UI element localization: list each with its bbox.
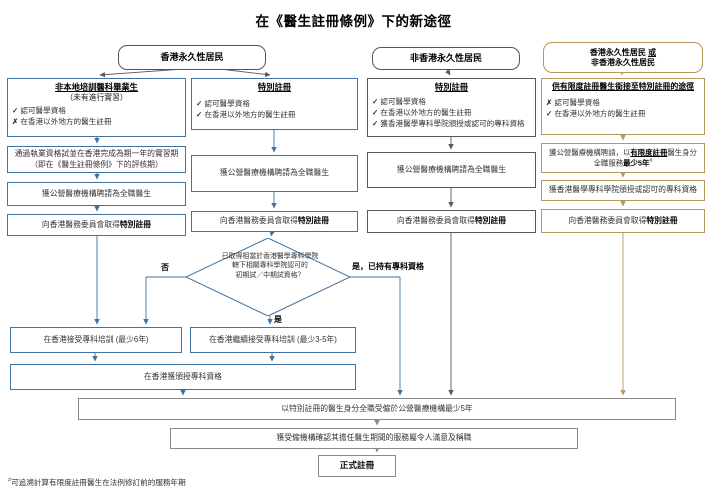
branch-label-yes: 是 — [274, 315, 282, 324]
check-icon: ✓ — [372, 107, 379, 117]
node-full-registration: 正式註冊 — [318, 455, 396, 477]
node-col3-obtain-special-registration: 向香港醫務委員會取得特別註冊 — [367, 210, 536, 233]
criteria-item: ✓認可醫學資格 — [12, 105, 66, 115]
decision-question: 已取得相當於香港醫學專科學院 轄下相關專科學院認可的 初期試／中期試資格？ — [192, 252, 348, 280]
cross-icon: ✗ — [12, 116, 19, 126]
decision-line3: 初期試／中期試資格？ — [235, 271, 305, 279]
node-special-reg-employ-5yr: 以特別註冊的醫生身分全職受僱於公營醫療機構最少5年 — [78, 398, 676, 420]
step-text: 獲公營醫療機構聘請為全職醫生 — [396, 164, 507, 174]
node-label: 香港永久性居民 — [160, 51, 224, 62]
step-text: 向香港醫務委員會取得特別註冊 — [568, 215, 678, 225]
step-text: 獲香港醫學專科學院頒授或認可的專科資格 — [548, 185, 698, 195]
footnote-text: 可追溯計算有限度註冊醫生在法例修訂前的服務年期 — [11, 478, 186, 487]
node-specialist-training-6yr: 在香港接受專科培訓 (最少6年) — [10, 327, 182, 353]
footnote-marker: # — [8, 477, 12, 484]
decision-diamond — [186, 238, 350, 316]
node-col4-obtain-special-registration: 向香港醫務委員會取得特別註冊 — [541, 209, 705, 233]
criteria-item: ✗在香港以外地方的醫生註冊 — [12, 116, 112, 126]
node-col1-employed-public-fulltime: 獲公營醫療機構聘請為全職醫生 — [7, 182, 186, 206]
check-icon: ✓ — [372, 118, 379, 128]
node-hk-permanent-resident: 香港永久性居民 — [118, 45, 266, 70]
check-icon: ✓ — [196, 109, 203, 119]
decision-line1: 已取得相當於香港醫學專科學院 — [221, 253, 319, 260]
cross-icon: ✗ — [546, 98, 553, 108]
step-text-line2: 全職服務最少5年# — [593, 157, 653, 168]
node-label: 非香港永久性居民 — [409, 52, 482, 63]
footnote: #可追溯計算有限度註冊醫生在法例修訂前的服務年期 — [8, 477, 186, 488]
col2-criteria-list: ✓認可醫學資格 ✓在香港以外地方的醫生註冊 — [196, 98, 296, 120]
node-col2-employed-public-fulltime: 獲公營醫療機構聘請為全職醫生 — [191, 155, 358, 192]
col1-header-title: 非本地培訓醫科畢業生 — [55, 82, 138, 92]
step-text: 在香港繼續接受專科培訓 (最少3-5年) — [209, 334, 337, 344]
node-non-hk-permanent-resident: 非香港永久性居民 — [372, 47, 520, 70]
criteria-item: ✓在香港以外地方的醫生註冊 — [196, 109, 296, 119]
branch-label-no: 否 — [161, 263, 169, 272]
step-text: 以特別註冊的醫生身分全職受僱於公營醫療機構最少5年 — [281, 403, 473, 413]
node-col3-employed-public-fulltime: 獲公營醫療機構聘請為全職醫生 — [367, 152, 536, 188]
criteria-item: ✗認可醫學資格 — [546, 98, 600, 108]
step-text: 向香港醫務委員會取得特別註冊 — [41, 219, 152, 229]
col3-header-title: 特別註冊 — [434, 82, 469, 92]
step-text: 獲受僱機構確認其擔任醫生期間的服務屬令人滿意及稱職 — [276, 433, 472, 443]
criteria-item: ✓認可醫學資格 — [372, 96, 426, 106]
branch-label-yes-specialist: 是，已持有專科資格 — [352, 262, 424, 271]
criteria-item: ✓在香港以外地方的醫生註冊 — [546, 109, 646, 119]
step-text: 獲公營醫療機構聘請為全職醫生 — [219, 168, 330, 178]
node-awarded-specialist-qualification: 在香港獲頒授專科資格 — [10, 364, 356, 390]
node-label-line2: 非香港永久性居民 — [591, 57, 655, 67]
node-col4-limited-reg-service-5yr: 獲公營醫療機構聘請，以有限度註冊醫生身分 全職服務最少5年# — [541, 143, 705, 173]
step-text-line1: 獲公營醫療機構聘請，以有限度註冊醫生身分 — [549, 148, 697, 158]
criteria-item: ✓獲香港醫學專科學院頒授或認可的專科資格 — [372, 118, 525, 128]
criteria-item: ✓認可醫學資格 — [196, 98, 250, 108]
check-icon: ✓ — [546, 109, 553, 119]
col4-criteria-list: ✗認可醫學資格 ✓在香港以外地方的醫生註冊 — [546, 97, 646, 119]
node-employer-confirm-satisfactory: 獲受僱機構確認其擔任醫生期間的服務屬令人滿意及稱職 — [170, 428, 578, 449]
step-text: 獲公營醫療機構聘請為全職醫生 — [41, 188, 152, 198]
step-text: 在香港接受專科培訓 (最少6年) — [43, 334, 149, 344]
node-col2-obtain-special-registration: 向香港醫務委員會取得特別註冊 — [191, 211, 358, 232]
node-col2-header-special-registration: 特別註冊 ✓認可醫學資格 ✓在香港以外地方的醫生註冊 — [191, 78, 358, 130]
step-text: 向香港醫務委員會取得特別註冊 — [219, 216, 330, 226]
node-continue-specialist-training-3-5yr: 在香港繼續接受專科培訓 (最少3-5年) — [190, 327, 356, 353]
step-text: 向香港醫務委員會取得特別註冊 — [396, 216, 507, 226]
node-col3-header-special-registration: 特別註冊 ✓認可醫學資格 ✓在香港以外地方的醫生註冊 ✓獲香港醫學專科學院頒授或… — [367, 78, 536, 137]
decision-line2: 轄下相關專科學院認可的 — [232, 262, 308, 270]
node-col4-header-limited-to-special: 供有限度註冊醫生銜接至特別註冊的途徑 ✗認可醫學資格 ✓在香港以外地方的醫生註冊 — [541, 78, 705, 135]
check-icon: ✓ — [372, 96, 379, 106]
check-icon: ✓ — [12, 105, 19, 115]
page-title: 在《醫生註冊條例》下的新途徑 — [255, 14, 452, 29]
node-col4-academy-specialist-qualification: 獲香港醫學專科學院頒授或認可的專科資格 — [541, 180, 705, 201]
col3-criteria-list: ✓認可醫學資格 ✓在香港以外地方的醫生註冊 ✓獲香港醫學專科學院頒授或認可的專科… — [372, 96, 525, 129]
step-text-line2: （即在《醫生註冊條例》下的評核期） — [30, 159, 163, 169]
node-either-resident: 香港永久性居民 或 非香港永久性居民 — [543, 42, 703, 73]
node-col1-header-nonlocal-graduates: 非本地培訓醫科畢業生 （未有進行實習） ✓認可醫學資格 ✗在香港以外地方的醫生註… — [7, 78, 186, 137]
col1-header-subtitle: （未有進行實習） — [65, 92, 128, 102]
col1-criteria-list: ✓認可醫學資格 ✗在香港以外地方的醫生註冊 — [12, 105, 112, 127]
col4-header-title: 供有限度註冊醫生銜接至特別註冊的途徑 — [551, 82, 695, 91]
node-col1-licensing-exam-internship: 通過執業資格試並在香港完成為期一年的實習期 （即在《醫生註冊條例》下的評核期） — [7, 146, 186, 173]
check-icon: ✓ — [196, 98, 203, 108]
node-col1-obtain-special-registration: 向香港醫務委員會取得特別註冊 — [7, 214, 186, 236]
criteria-item: ✓在香港以外地方的醫生註冊 — [372, 107, 472, 117]
node-label-line1: 香港永久性居民 或 — [589, 47, 657, 57]
step-text: 正式註冊 — [339, 460, 375, 471]
footnote-marker: # — [649, 157, 653, 164]
step-text: 在香港獲頒授專科資格 — [144, 371, 222, 381]
col2-header-title: 特別註冊 — [257, 82, 292, 92]
step-text-line1: 通過執業資格試並在香港完成為期一年的實習期 — [14, 149, 179, 159]
or-underlined: 或 — [648, 47, 657, 57]
